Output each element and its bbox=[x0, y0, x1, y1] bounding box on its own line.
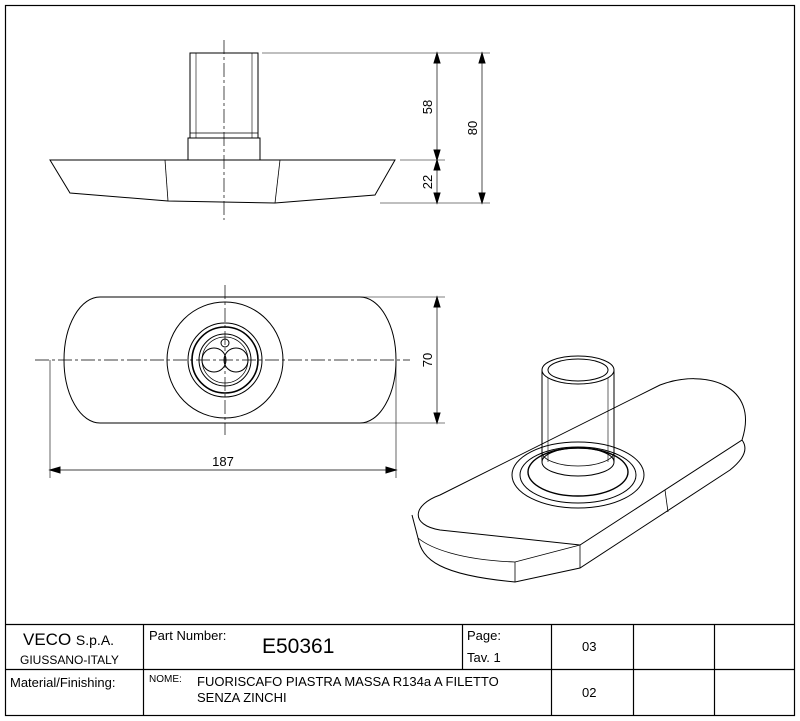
dim-text-base-height: 22 bbox=[420, 175, 435, 189]
part-name-line1: FUORISCAFO PIASTRA MASSA R134a A FILETTO bbox=[197, 674, 499, 689]
sheet-border bbox=[4, 4, 796, 717]
top-view-boss-ring bbox=[187, 322, 263, 398]
company-name: VECO bbox=[23, 630, 72, 649]
top-view-boss-ring-inner bbox=[191, 326, 259, 394]
front-view bbox=[49, 40, 490, 220]
top-view-hole-right bbox=[223, 347, 249, 373]
page-label: Page: bbox=[467, 628, 501, 643]
dim-arrow bbox=[433, 51, 441, 64]
title-block-grid bbox=[5, 623, 795, 716]
dim-arrow bbox=[478, 192, 486, 205]
dim-arrow bbox=[433, 158, 441, 171]
table-label: Tav. 1 bbox=[467, 650, 501, 665]
front-view-base-edge-left bbox=[164, 159, 169, 202]
iso-plate-bottom bbox=[417, 439, 746, 583]
company-name-row: VECO S.p.A. bbox=[23, 630, 114, 650]
dim-text-total-height: 80 bbox=[465, 121, 480, 135]
iso-boss-mid bbox=[519, 446, 637, 504]
dim-text-plate-width: 70 bbox=[420, 353, 435, 367]
top-view-bore bbox=[198, 333, 252, 387]
company-location: GIUSSANO-ITALY bbox=[20, 653, 119, 667]
page-value: 03 bbox=[582, 639, 597, 654]
iso-plate-side-left bbox=[411, 514, 419, 539]
top-view-pin bbox=[220, 338, 230, 348]
top-view-hole-left bbox=[201, 347, 227, 373]
iso-shaft-groove bbox=[541, 451, 615, 467]
part-name-line2: SENZA ZINCHI bbox=[197, 690, 287, 705]
isometric-view bbox=[411, 355, 746, 583]
top-view bbox=[35, 285, 445, 478]
front-view-base-edge-right bbox=[274, 159, 281, 204]
material-label: Material/Finishing: bbox=[10, 675, 116, 690]
dim-arrow bbox=[385, 466, 398, 474]
front-view-base-outline bbox=[49, 159, 396, 204]
iso-plate-top bbox=[417, 378, 746, 546]
dim-arrow bbox=[478, 51, 486, 64]
iso-boss-outer bbox=[511, 441, 645, 509]
dim-text-plate-length: 187 bbox=[212, 454, 234, 469]
revision-value: 02 bbox=[582, 685, 597, 700]
part-number: E50361 bbox=[262, 635, 335, 658]
dim-arrow bbox=[433, 192, 441, 205]
iso-shaft-top-inner bbox=[547, 358, 609, 382]
dim-arrow bbox=[48, 466, 61, 474]
iso-plate-front-edge bbox=[417, 537, 581, 563]
iso-plate-edge-c bbox=[664, 489, 669, 513]
company-suffix: S.p.A. bbox=[75, 632, 115, 648]
part-number-label: Part Number: bbox=[149, 628, 227, 643]
dim-arrow bbox=[433, 149, 441, 162]
iso-shaft-top-outer bbox=[541, 355, 615, 385]
name-label: NOME: bbox=[149, 674, 182, 685]
top-view-boss-outer bbox=[166, 301, 284, 419]
dim-arrow bbox=[433, 295, 441, 308]
dim-arrow bbox=[433, 412, 441, 425]
dim-text-shaft-height: 58 bbox=[420, 100, 435, 114]
